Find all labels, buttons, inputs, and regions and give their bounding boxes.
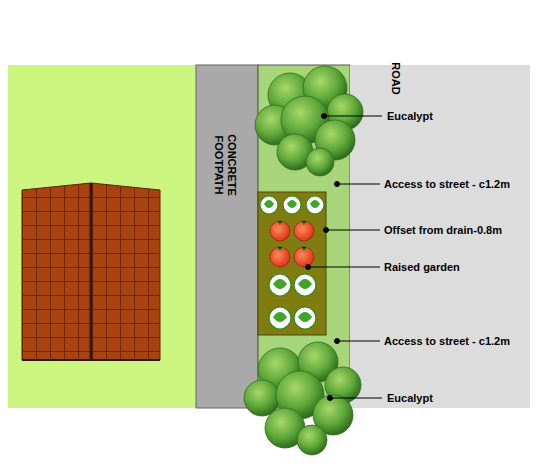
dimension-label: Access to street - c1.2m — [384, 335, 510, 348]
garden-label: Raised garden — [384, 261, 460, 274]
tree-label: Eucalypt — [387, 392, 433, 405]
eucalypt-tree — [255, 66, 363, 176]
road-label: ROAD — [389, 58, 402, 98]
footpath-label: CONCRETE FOOTPATH — [212, 125, 238, 205]
dimension-label: Access to street - c1.2m — [384, 178, 510, 191]
tomato — [270, 221, 314, 267]
raised-garden-bed — [258, 192, 326, 335]
house-roof — [22, 183, 160, 360]
yard — [8, 65, 196, 408]
leader-line — [306, 114, 383, 401]
footpath — [196, 65, 258, 408]
tree-label: Eucalypt — [387, 110, 433, 123]
dimension-label: Offset from drain-0.8m — [384, 224, 502, 237]
lettuce — [260, 196, 324, 329]
